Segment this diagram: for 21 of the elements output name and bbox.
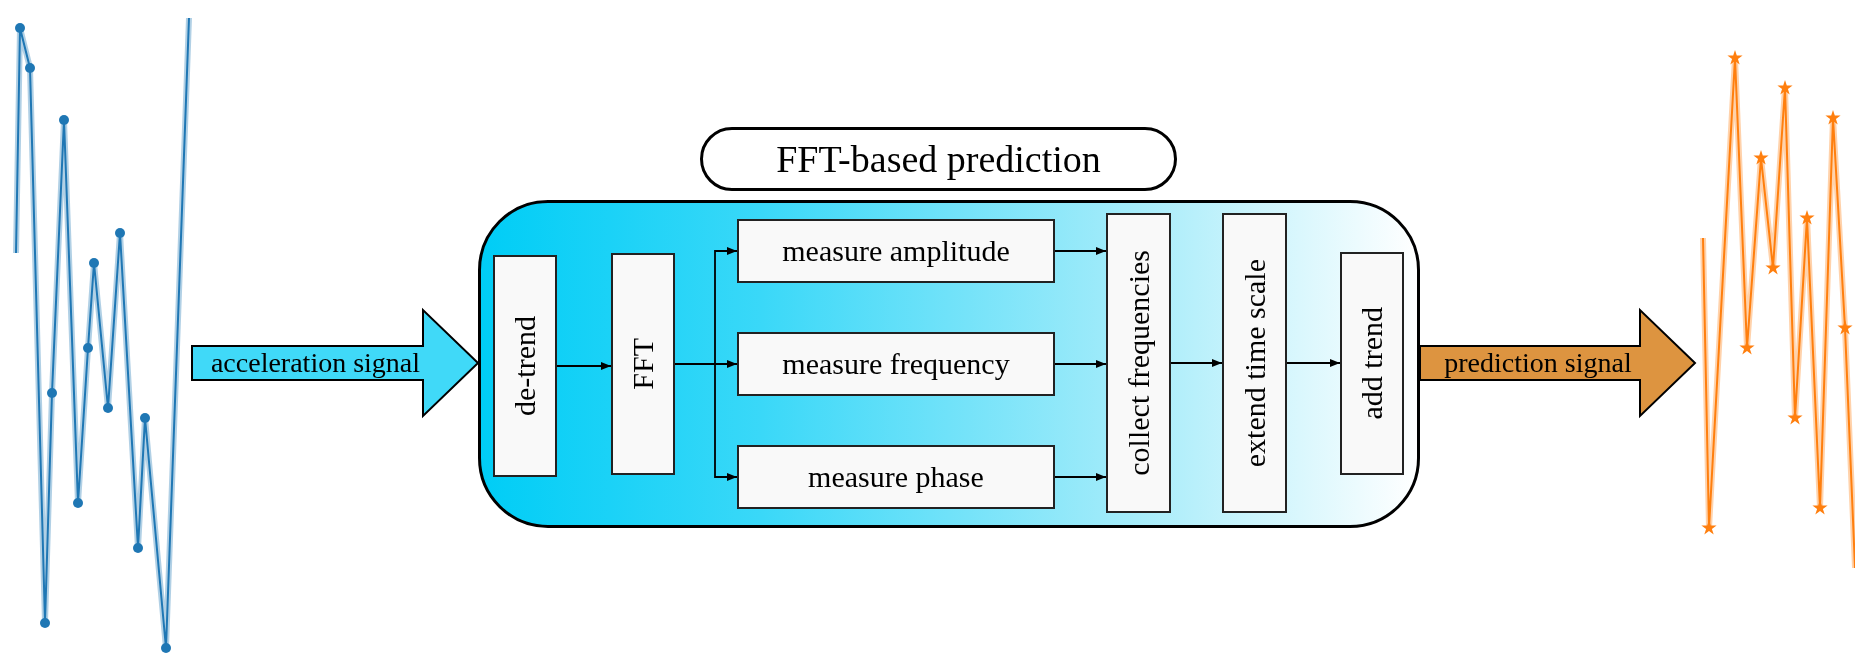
block-arrow bbox=[191, 307, 480, 419]
process-box: extend time scale bbox=[1222, 213, 1287, 513]
arrow bbox=[1054, 247, 1107, 255]
process-box: measure frequency bbox=[737, 332, 1055, 396]
process-container bbox=[478, 200, 1420, 528]
arrow bbox=[1170, 359, 1223, 367]
process-box: de-trend bbox=[493, 255, 557, 477]
section-title: FFT-based prediction bbox=[700, 127, 1177, 191]
arrow bbox=[556, 362, 612, 370]
process-box: add trend bbox=[1340, 252, 1404, 475]
block-arrow bbox=[1419, 307, 1697, 419]
process-box: collect frequencies bbox=[1106, 213, 1171, 513]
arrow-label: acceleration signal bbox=[210, 349, 421, 377]
arrow bbox=[1286, 359, 1341, 367]
arrow bbox=[1054, 473, 1107, 481]
arrow bbox=[1054, 360, 1107, 368]
process-box: FFT bbox=[611, 253, 675, 475]
process-box: measure amplitude bbox=[737, 219, 1055, 283]
arrow bbox=[674, 363, 738, 481]
process-box: measure phase bbox=[737, 445, 1055, 509]
arrow-label: prediction signal bbox=[1444, 349, 1632, 377]
